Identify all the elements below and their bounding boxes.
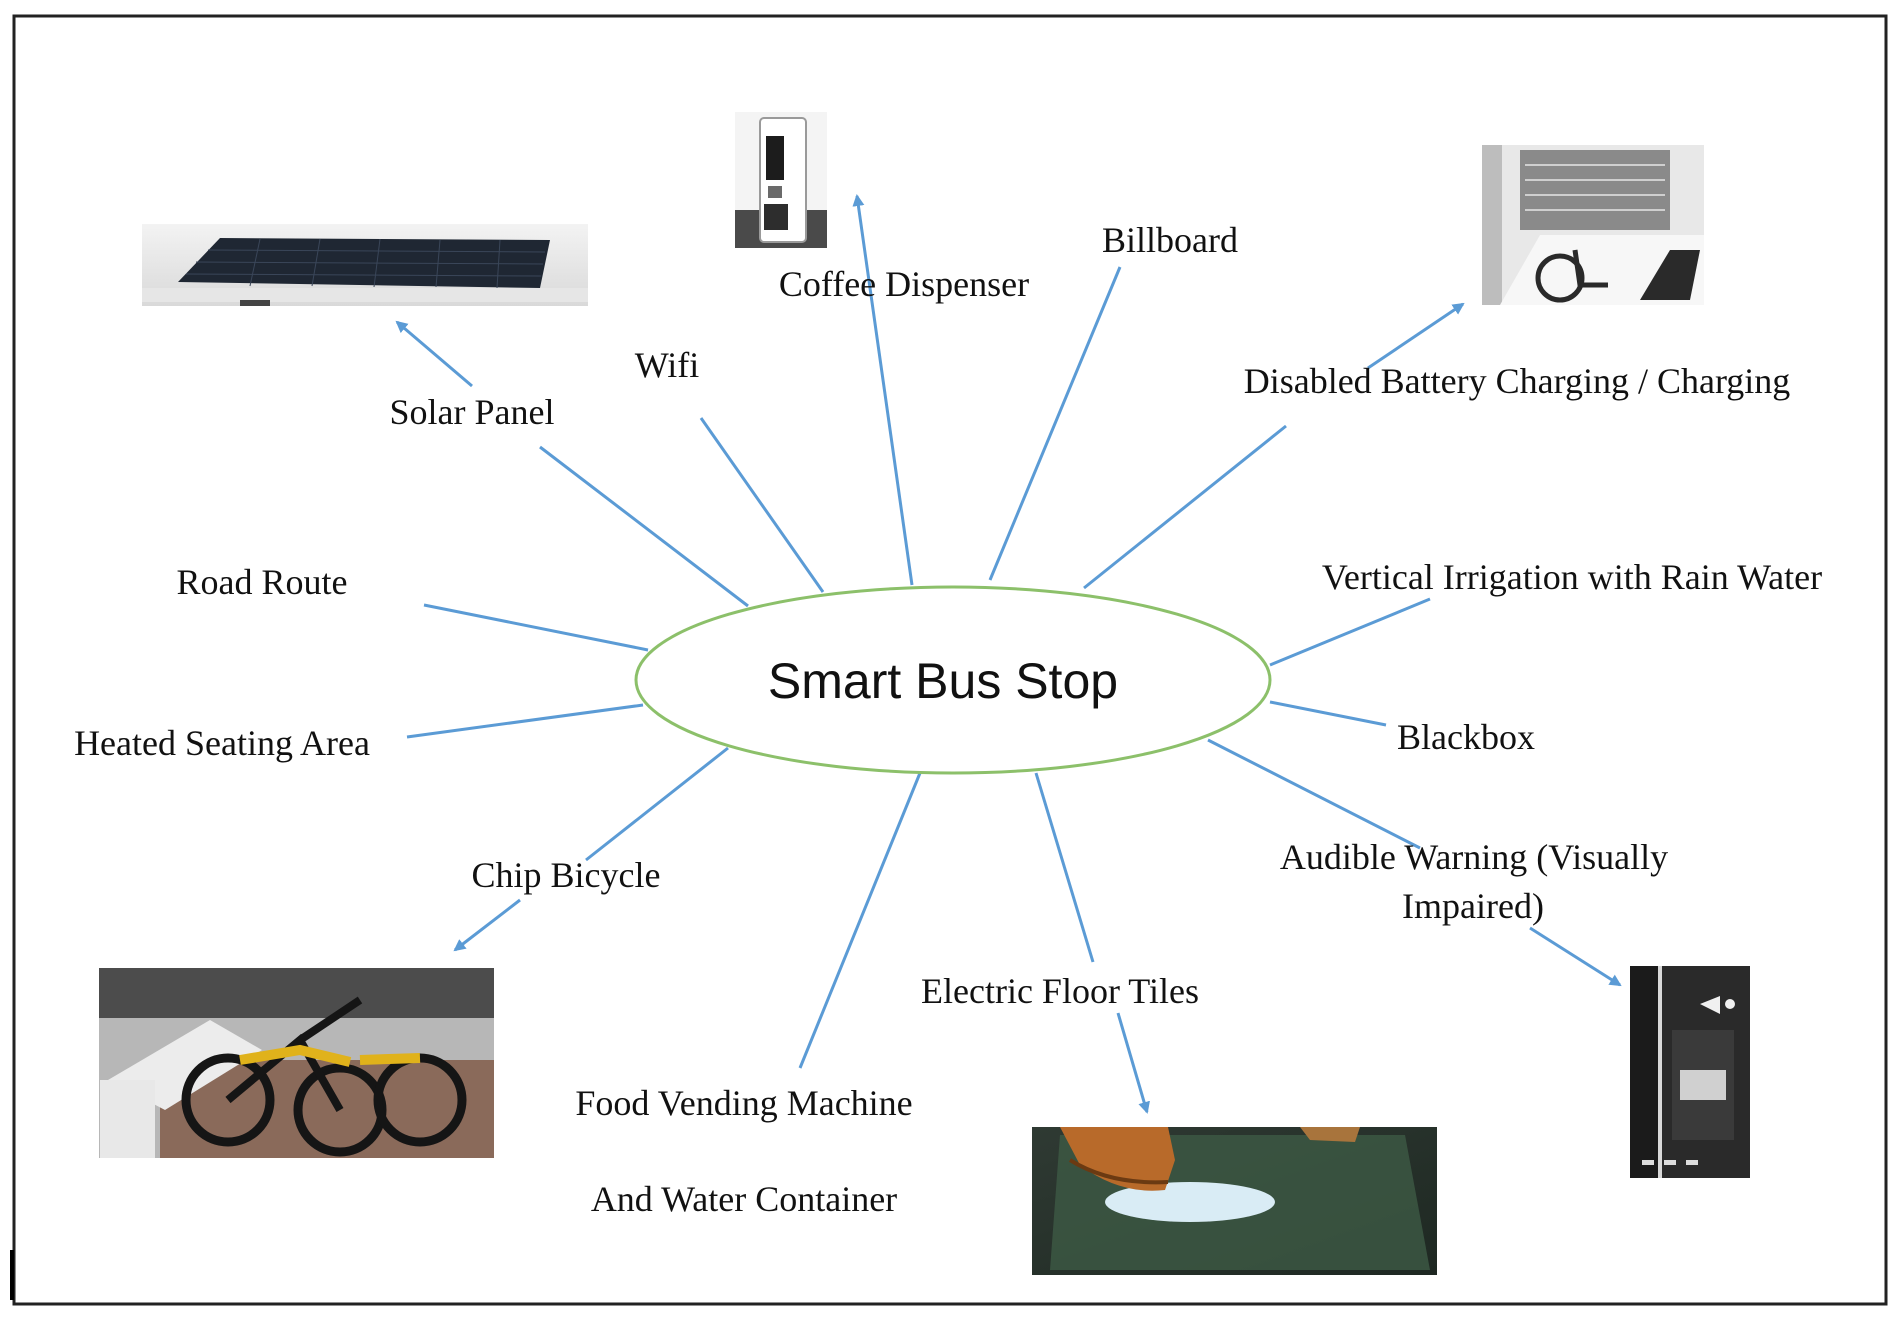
connector-audible-warning [1207,738,1421,850]
arrow-chip-bicycle [453,898,521,952]
disabled-charging-image [1482,145,1704,305]
label-audible-warning-line2: Impaired) [1402,886,1544,926]
connector-chip-bicycle [585,746,729,862]
connector-electric-floor [1034,772,1095,963]
connectors [395,194,1622,1114]
label-food-vending-line2: And Water Container [591,1179,897,1219]
arrow-audible-warning [1529,926,1622,987]
electric-floor-tiles-image [1032,1127,1437,1275]
label-heated-seating: Heated Seating Area [74,723,370,763]
connector-road-route [423,603,649,652]
node-labels: Solar Panel Wifi Coffee Dispenser Billbo… [74,220,1822,1219]
arrow-disabled-charging [1367,302,1465,370]
label-disabled-charging: Disabled Battery Charging / Charging [1244,361,1791,401]
coffee-dispenser-image [735,112,827,248]
label-coffee-dispenser: Coffee Dispenser [779,264,1029,304]
connector-coffee-dispenser [852,194,914,586]
label-blackbox: Blackbox [1397,717,1535,757]
connector-vertical-irrigation [1269,597,1431,667]
label-electric-floor-tiles: Electric Floor Tiles [921,971,1199,1011]
label-solar-panel: Solar Panel [390,392,555,432]
connector-food-vending [798,772,922,1069]
label-road-route: Road Route [177,562,348,602]
label-chip-bicycle: Chip Bicycle [472,855,661,895]
connector-wifi [699,417,825,593]
chip-bicycle-image [99,968,494,1158]
connector-blackbox [1269,700,1387,727]
arrow-solar-panel [395,320,473,388]
connector-heated-seating [406,703,644,739]
frame-mark [10,1250,14,1300]
audible-warning-image [1630,966,1750,1178]
center-ellipse [634,585,1272,775]
label-vertical-irrigation: Vertical Irrigation with Rain Water [1322,557,1822,597]
solar-panel-image [142,224,588,306]
label-food-vending-line1: Food Vending Machine [575,1083,912,1123]
label-audible-warning-line1: Audible Warning (Visually [1280,837,1668,877]
arrow-electric-floor [1116,1012,1150,1114]
center-node: Smart Bus Stop [634,585,1272,775]
label-billboard: Billboard [1102,220,1238,260]
center-label: Smart Bus Stop [768,653,1118,709]
label-wifi: Wifi [635,345,700,385]
connector-disabled-charging [1083,424,1287,590]
connector-solar-panel [539,445,749,608]
connector-billboard [988,266,1122,581]
